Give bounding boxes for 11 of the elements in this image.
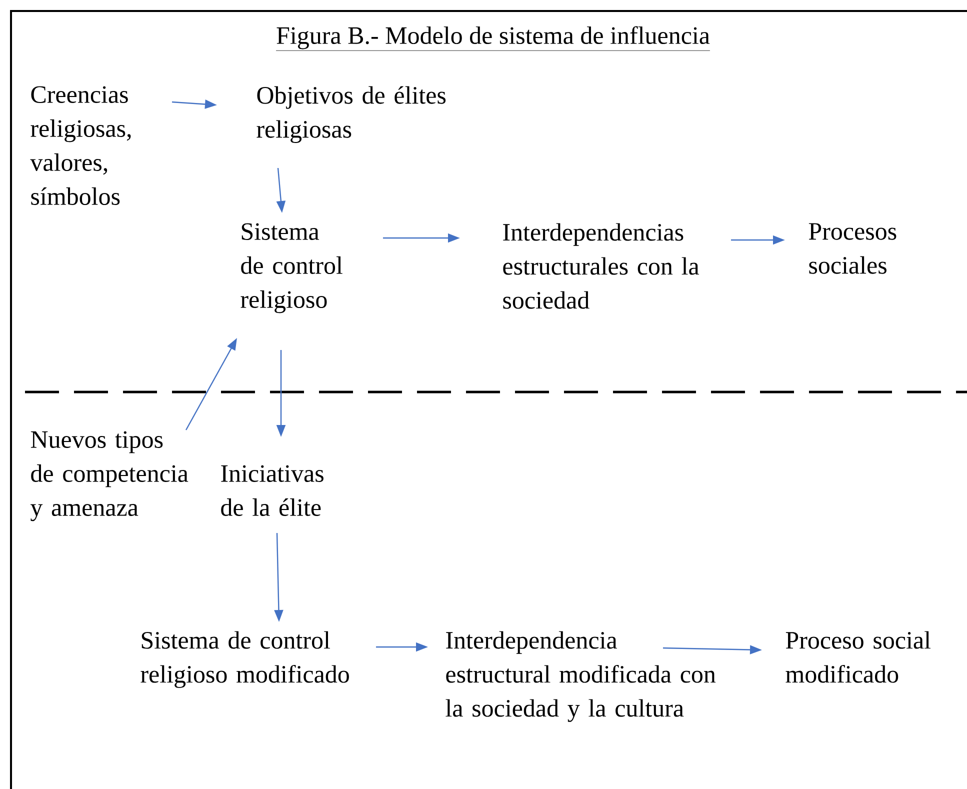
node-text: Proceso social modificado: [786, 631, 930, 683]
node-text: Procesos sociales: [808, 223, 896, 274]
node-text: Nuevos tipos de competencia y amenaza: [30, 431, 188, 522]
node-text: Interdependencia estructural modificada con la sociedad y la cultura: [446, 631, 716, 722]
node-text: Sistema de control religioso: [240, 223, 342, 314]
node-text: Interdependencias estructurales con la sociedad: [503, 223, 699, 309]
node-text: Creencias religiosas, valores, símbolos: [30, 86, 131, 205]
node-text: Iniciativas de la élite: [221, 465, 324, 516]
node-text: Objetivos de élites religiosas: [256, 86, 446, 143]
title: Figura B.- Modelo de sistema de influencia: [276, 26, 710, 51]
node-text: Sistema de control religioso modificado: [140, 631, 349, 688]
